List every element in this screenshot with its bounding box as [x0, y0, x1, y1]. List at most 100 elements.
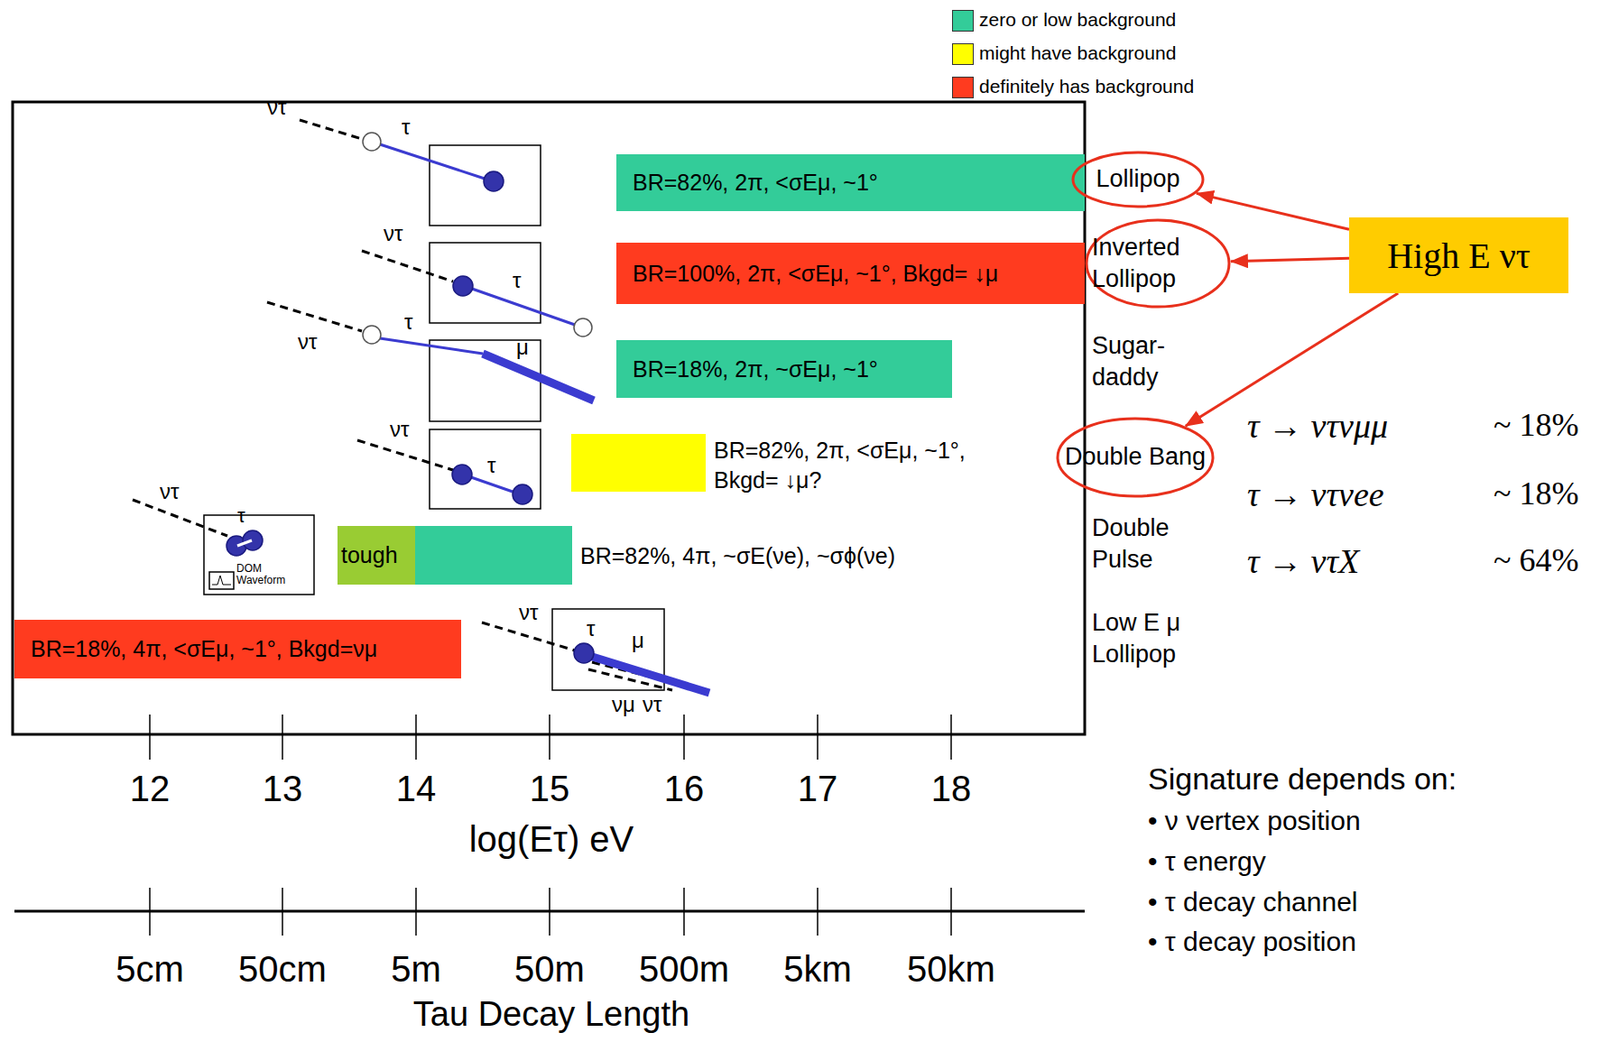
background-bar: BR=18%, 4π, <σEμ, ~1°, Bkgd=νμ: [14, 619, 462, 679]
waveform-trace: [212, 575, 232, 585]
text-label: ντ: [159, 480, 179, 504]
text-label: Low E μ Lollipop: [1091, 607, 1201, 671]
text-label: νμ: [611, 693, 636, 717]
axis-line: [14, 910, 1085, 914]
plot-frame: [12, 101, 1085, 735]
text-label: τ: [404, 310, 413, 334]
text-label: 5m: [390, 949, 442, 990]
text-label: 5cm: [115, 949, 185, 990]
text-label: τ: [512, 268, 521, 293]
text-label: ντ: [389, 417, 409, 442]
neutrino-track: [132, 499, 228, 537]
node-text: Lollipop: [1095, 163, 1180, 195]
text-label: 13: [262, 768, 304, 809]
background-bar: BR=82%, 2π, <σEμ, ~1°: [616, 154, 1085, 212]
tau-track: [379, 144, 485, 179]
ellipse-outline: [1057, 418, 1213, 497]
callout-arrow: [1196, 193, 1350, 230]
text-label: 15: [529, 768, 571, 809]
node-text: BR=100%, 2π, <σEμ, ~1°, Bkgd= ↓μ: [632, 260, 999, 287]
ellipse-outline: [1084, 218, 1231, 309]
text-label: Signature depends on:: [1147, 762, 1457, 796]
axis-tick: [415, 714, 417, 760]
text-label: ~ 64%: [1493, 543, 1579, 580]
text-label: ντ: [518, 601, 538, 625]
node-text: BR=82%, 4π, ~σE(νe), ~σϕ(νe): [580, 540, 896, 571]
legend-text: definitely has background: [979, 75, 1194, 97]
axis-tick: [281, 714, 284, 760]
background-bar: tough: [337, 526, 416, 585]
cascade-dot: [512, 484, 533, 505]
cascade-dot: [573, 643, 594, 664]
muon-track: [586, 655, 710, 694]
ellipse-outline: [1086, 220, 1230, 307]
tau-track: [471, 288, 575, 325]
text-label: • τ energy: [1147, 846, 1267, 877]
detector-box: [429, 242, 541, 324]
callout-box: High E ντ: [1349, 217, 1569, 294]
text-label: 12: [129, 768, 171, 809]
text-label: τ: [586, 617, 595, 641]
signature-ellipse: Inverted Lollipop: [1084, 218, 1231, 309]
text-label: 17: [797, 768, 839, 809]
text-label: μ: [631, 628, 645, 653]
legend-swatch: [952, 43, 974, 65]
text-label: τ: [487, 453, 496, 478]
node-text: Double Bang: [1064, 441, 1206, 473]
text-label: τ → ντνμμ: [1247, 407, 1388, 446]
node-text: BR=18%, 4π, <σEμ, ~1°, Bkgd=νμ: [30, 636, 378, 663]
waveform-box: [209, 572, 234, 590]
text-label: τ → ντX: [1247, 543, 1360, 582]
cascade-dot: [453, 276, 473, 296]
text-label: Tau Decay Length: [413, 996, 690, 1035]
neutrino-track: [361, 250, 454, 282]
text-label: μ: [516, 335, 529, 360]
node-text: tough: [341, 542, 398, 569]
muon-track: [482, 353, 594, 401]
cascade-dot: [242, 530, 263, 551]
axis-tick: [148, 714, 151, 760]
tau-track: [237, 540, 252, 546]
detector-box: [203, 515, 315, 595]
node-text: High E ντ: [1387, 234, 1531, 278]
text-label: • ν vertex position: [1147, 805, 1361, 836]
axis-tick: [816, 714, 819, 760]
text-label: log(Eτ) eV: [469, 819, 635, 860]
neutrino-track: [481, 622, 575, 651]
node-text: Inverted Lollipop: [1091, 231, 1224, 296]
tau-track: [379, 338, 483, 354]
text-label: ντ: [642, 693, 662, 717]
node-text: BR=82%, 2π, <σEμ, ~1°, Bkgd= ↓μ?: [713, 435, 985, 495]
legend-text: zero or low background: [979, 9, 1176, 30]
text-label: • τ decay channel: [1147, 887, 1359, 917]
text-label: • τ decay position: [1147, 926, 1357, 957]
signature-ellipse: Double Bang: [1055, 416, 1215, 499]
text-label: ντ: [267, 95, 287, 120]
text-label: 500m: [638, 949, 730, 990]
text-label: 50cm: [238, 949, 327, 990]
text-label: τ: [401, 115, 410, 139]
text-label: τ: [237, 505, 246, 528]
neutrino-track: [357, 440, 454, 471]
legend-text: might have background: [979, 42, 1176, 64]
text-label: τ → ντνee: [1247, 476, 1385, 515]
interaction-vertex: [362, 132, 381, 151]
callout-arrow: [1185, 293, 1399, 426]
background-bar: BR=18%, 2π, ~σEμ, ~1°: [616, 340, 953, 398]
legend-swatch: [952, 9, 974, 32]
text-label: 16: [664, 768, 705, 809]
node-text: BR=82%, 2π, <σEμ, ~1°: [632, 169, 879, 196]
neutrino-track: [267, 302, 362, 332]
axis-tick: [950, 714, 953, 760]
signature-ellipse: Lollipop: [1071, 150, 1205, 209]
cascade-dot: [452, 464, 472, 485]
axis-tick: [683, 714, 685, 760]
text-label: 50m: [514, 949, 585, 990]
detector-box: [429, 429, 541, 509]
text-label: Sugar-daddy: [1091, 330, 1192, 394]
legend-swatch: [952, 76, 974, 99]
text-label: DOM Waveform: [236, 563, 291, 586]
text-label: 14: [396, 768, 437, 809]
text-label: ~ 18%: [1493, 407, 1579, 444]
